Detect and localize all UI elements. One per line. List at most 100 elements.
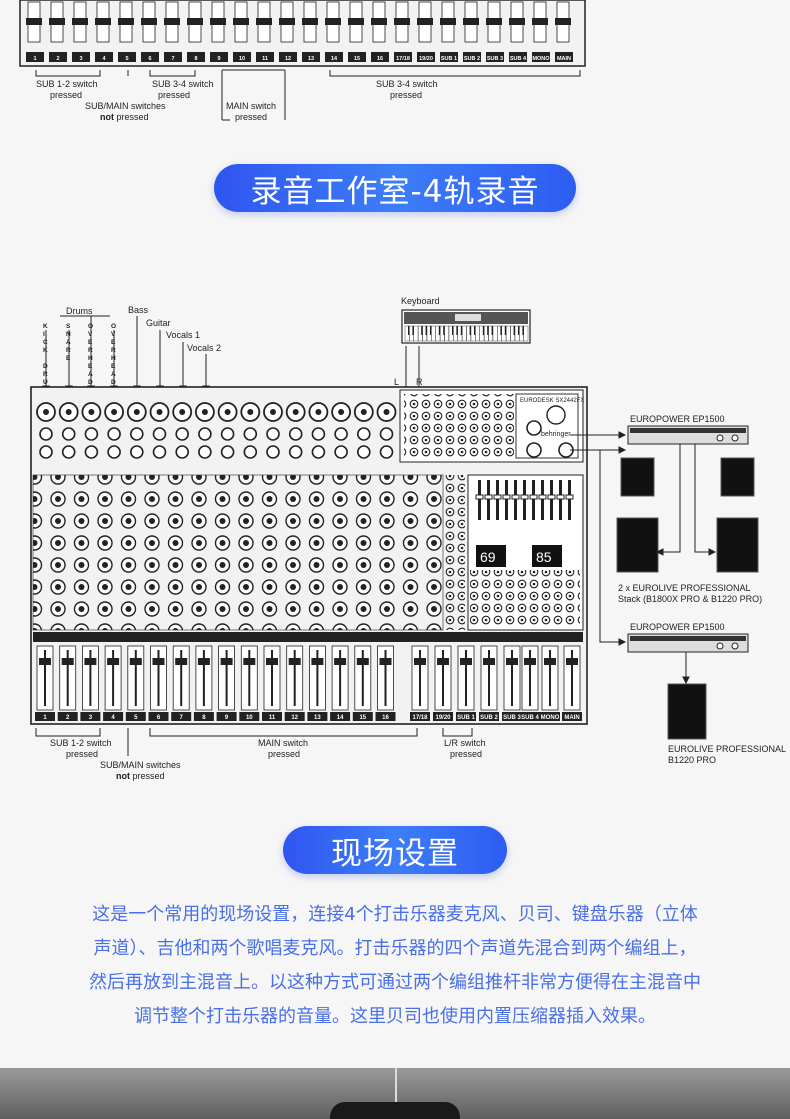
top-fader-knob	[233, 18, 249, 25]
top-label-sub34a-a: SUB 3-4 switch	[152, 79, 214, 89]
top-channel-number: 4	[102, 56, 106, 62]
top-channel-number: 8	[194, 56, 197, 62]
master-eq-slider	[523, 480, 526, 520]
top-channel-number: MONO	[532, 56, 550, 62]
stack-label-a: 2 x EUROLIVE PROFESSIONAL	[618, 583, 751, 593]
top-fader-knob	[210, 18, 226, 25]
top-channel-tab	[141, 52, 159, 62]
master-eq-slider	[568, 480, 571, 520]
fader-knob	[483, 658, 495, 665]
insert-jack	[243, 445, 258, 459]
fader-slot	[225, 650, 228, 706]
xlr-pin	[111, 409, 118, 415]
jack-input	[220, 427, 235, 441]
fader-slot	[442, 650, 444, 706]
jack-input	[175, 427, 189, 441]
top-fader-knob	[555, 18, 571, 25]
master-eq-slider-knob	[511, 494, 520, 500]
channel-tab	[148, 712, 169, 721]
live-setup-diagram: Drums Bass Guitar Vocals 1 Vocals 2 Keyb…	[30, 296, 786, 781]
fader-slot	[271, 650, 273, 706]
bottom-photo-strip	[0, 1068, 790, 1119]
label-bass: Bass	[128, 305, 149, 315]
channel-number: 17/18	[412, 715, 428, 721]
stack-label-b: Stack (B1800X PRO & B1220 PRO)	[618, 594, 762, 604]
insert-jack	[311, 445, 326, 459]
top-channel-tab	[49, 52, 67, 62]
insert-jack	[356, 445, 371, 459]
fader-knob	[311, 658, 324, 665]
master-eq-slider-knob	[475, 494, 484, 500]
xlr-pin	[292, 409, 299, 415]
top-channel-number: 10	[239, 56, 245, 62]
insert-jack	[220, 445, 235, 459]
top-label-sub12-b: pressed	[50, 90, 82, 100]
top-channel-tab	[486, 52, 504, 62]
top-fader-knob	[187, 18, 203, 25]
single-label-b: B1220 PRO	[668, 755, 716, 765]
insert-jack	[130, 445, 144, 459]
fader-knob	[129, 658, 142, 665]
xlr-pin	[383, 409, 390, 415]
mixer-brand: EURODESK SX2442FX	[520, 398, 584, 404]
master-eq-slider	[487, 480, 490, 520]
channel-number: 16	[382, 715, 389, 721]
master-eq-slider	[514, 480, 517, 520]
jack-input	[61, 427, 76, 441]
top-channel-tab	[555, 52, 573, 62]
bottom-divider	[395, 1068, 397, 1119]
top-fader-knob	[118, 18, 134, 25]
channel-tab	[479, 712, 499, 721]
channel-tab	[375, 712, 396, 721]
top-channel-tab	[72, 52, 90, 62]
channel-tab	[330, 712, 351, 721]
fader-knob	[220, 658, 233, 665]
amp-2: EUROPOWER EP1500	[627, 622, 749, 653]
top-fader-knob	[141, 18, 157, 25]
channel-tab	[540, 712, 560, 721]
keyboard-black-key	[469, 326, 472, 335]
speaker-stack-right	[716, 457, 759, 573]
xlr-pin	[156, 409, 163, 415]
channel-number: MAIN	[564, 715, 579, 721]
jack-input	[266, 427, 280, 441]
vertical-label-letter: K	[43, 323, 48, 330]
keyboard-black-key	[412, 326, 415, 335]
channel-number: 12	[291, 715, 298, 721]
fader-brackets	[35, 728, 473, 756]
insert-jack	[84, 445, 99, 459]
insert-jack	[334, 445, 348, 459]
xlr-pin	[43, 409, 49, 415]
xlr-pin	[315, 409, 322, 415]
top-channel-number: SUB 4	[510, 56, 527, 62]
top-channel-number: 12	[285, 56, 291, 62]
keyboard-key	[506, 325, 511, 342]
fader-knob	[460, 658, 472, 665]
fader-knob	[379, 658, 392, 665]
channel-number: 10	[246, 715, 253, 721]
master-eq-slider-knob	[547, 494, 556, 500]
label-main-switch-a: MAIN switch	[258, 738, 308, 748]
top-channel-tab	[279, 52, 297, 62]
fader-knob	[197, 658, 210, 665]
keyboard-key	[413, 325, 419, 342]
insert-jack	[175, 445, 189, 459]
keyboard-black-key	[482, 326, 486, 335]
top-channel-tab	[26, 52, 44, 62]
desc-line-4: 调节整个打击乐器的音量。这里贝司也使用内置压缩器插入效果。	[134, 1006, 656, 1027]
section-title-live: 现场设置	[283, 826, 507, 874]
top-channel-number: 1	[33, 56, 36, 62]
label-lr-switch-a: L/R switch	[444, 738, 486, 748]
fader-knob	[175, 658, 188, 665]
channel-number: SUB 2	[480, 715, 498, 721]
fader-slot	[549, 650, 551, 706]
channel-number: 2	[66, 715, 70, 721]
insert-jack	[107, 445, 121, 459]
top-fader-knob	[371, 18, 387, 25]
top-channel-tab	[118, 52, 136, 62]
fader-slot	[316, 650, 319, 706]
channel-number: MONO	[541, 715, 560, 721]
master-eq-slider	[532, 480, 535, 520]
